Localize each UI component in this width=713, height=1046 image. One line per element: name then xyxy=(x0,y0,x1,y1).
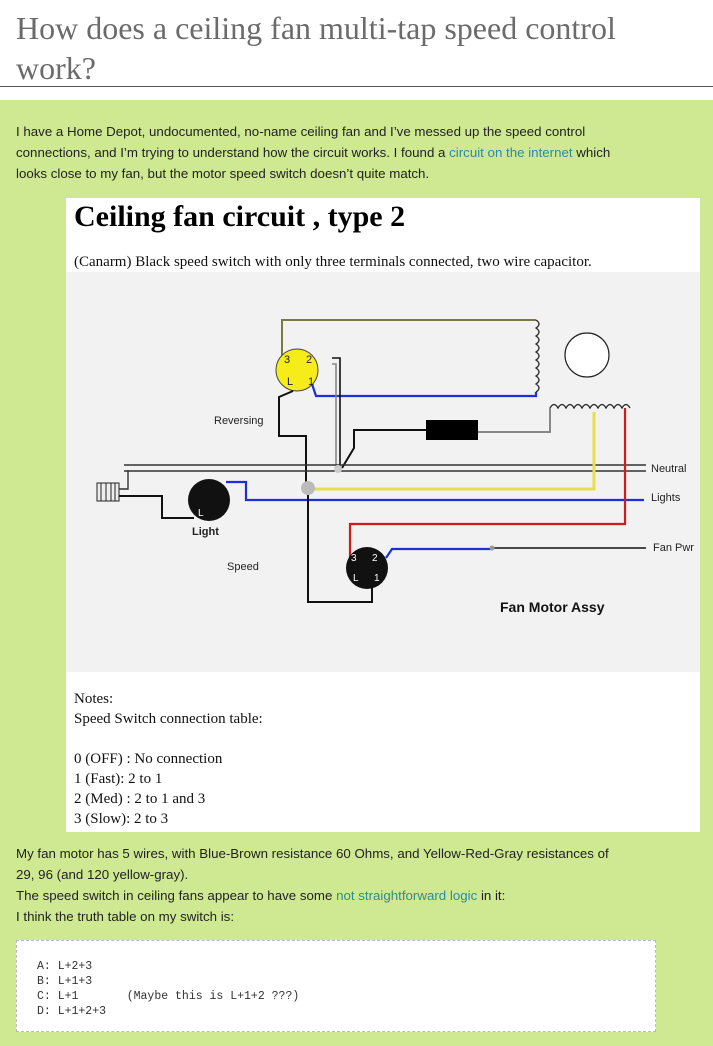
capacitor xyxy=(426,420,478,440)
notes-heading: Notes: xyxy=(74,691,114,707)
yellow-wire xyxy=(313,412,596,491)
switch-wire-b xyxy=(332,363,337,468)
intro-text: connections, and I’m trying to understan… xyxy=(16,145,446,160)
notes-row: 0 (OFF) : No connection xyxy=(74,751,223,767)
lights-blue-wire xyxy=(226,480,644,502)
body-line-1: My fan motor has 5 wires, with Blue-Brow… xyxy=(16,846,609,861)
junction-node xyxy=(301,481,315,495)
figure-title: Ceiling fan circuit , type 2 xyxy=(74,200,406,233)
title-divider xyxy=(0,86,713,87)
code-line: C: L+1 (Maybe this is L+1+2 ???) xyxy=(37,990,300,1003)
figure-notes: Notes: Speed Switch connection table: 0 … xyxy=(74,689,263,829)
light-terminal-l: L xyxy=(198,508,204,519)
bs-terminal-3: 3 xyxy=(351,553,357,564)
page-title[interactable]: How does a ceiling fan multi-tap speed c… xyxy=(16,10,616,86)
red-wire xyxy=(348,408,627,557)
power-socket xyxy=(96,482,120,502)
code-content: A: L+2+3 B: L+1+3 C: L+1 (Maybe this is … xyxy=(37,959,299,1019)
socket-wire-bottom xyxy=(119,495,194,519)
light-label: Light xyxy=(192,526,219,538)
motor-coil-horizontal xyxy=(549,403,631,410)
blue-wire-reverse xyxy=(310,383,538,398)
circuit-link[interactable]: circuit on the internet xyxy=(449,145,573,160)
intro-line-1: I have a Home Depot, undocumented, no-na… xyxy=(16,124,586,139)
bs-terminal-1: 1 xyxy=(374,573,380,584)
neutral-label: Neutral xyxy=(651,463,686,475)
body-line-2: 29, 96 (and 120 yellow-gray). xyxy=(16,867,189,882)
circuit-diagram: 3 2 L 1 Reversing Neutral Lights Fan Pwr… xyxy=(66,272,700,672)
ys-terminal-l: L xyxy=(287,376,293,388)
code-block[interactable]: A: L+2+3 B: L+1+3 C: L+1 (Maybe this is … xyxy=(16,940,656,1032)
motor-assembly-label: Fan Motor Assy xyxy=(500,599,605,615)
circuit-image: Ceiling fan circuit , type 2 (Canarm) Bl… xyxy=(66,198,700,832)
speed-wire xyxy=(307,495,373,603)
ys-terminal-1: 1 xyxy=(308,376,314,388)
figure-subtitle: (Canarm) Black speed switch with only th… xyxy=(74,254,592,270)
bs-terminal-l: L xyxy=(353,573,359,584)
code-line: D: L+1+2+3 xyxy=(37,1005,107,1018)
fan-pwr-junction xyxy=(489,545,495,551)
black-speed-switch xyxy=(346,547,388,589)
reversing-wire xyxy=(278,390,307,490)
lights-label: Lights xyxy=(651,492,681,504)
fan-pwr-blue xyxy=(385,547,492,559)
fan-pwr-label: Fan Pwr xyxy=(653,542,694,554)
notes-table-title: Speed Switch connection table: xyxy=(74,711,263,727)
motor-coil-vertical xyxy=(534,319,540,393)
intro-line-3: looks close to my fan, but the motor spe… xyxy=(16,166,430,181)
reversing-label: Reversing xyxy=(214,415,264,427)
notes-row: 1 (Fast): 2 to 1 xyxy=(74,771,163,787)
fan-rotor-icon xyxy=(564,332,610,378)
intro-text-end: which xyxy=(576,145,611,160)
bs-terminal-2: 2 xyxy=(372,553,378,564)
notes-row: 2 (Med) : 2 to 1 and 3 xyxy=(74,791,206,807)
ys-terminal-3: 3 xyxy=(284,354,290,366)
socket-wire-top xyxy=(119,470,129,490)
notes-spacer xyxy=(74,729,263,749)
question-header: How does a ceiling fan multi-tap speed c… xyxy=(0,0,713,86)
capacitor-wire-left xyxy=(341,429,426,469)
capacitor-wire-right xyxy=(478,408,551,433)
logic-link[interactable]: not straightforward logic xyxy=(336,888,478,903)
body-line-3: The speed switch in ceiling fans appear … xyxy=(16,885,505,906)
body-text: The speed switch in ceiling fans appear … xyxy=(16,888,333,903)
notes-row: 3 (Slow): 2 to 3 xyxy=(74,811,169,827)
code-line: B: L+1+3 xyxy=(37,975,93,988)
yellow-speed-switch xyxy=(275,348,319,392)
switch-wire-a xyxy=(332,357,341,468)
speed-label: Speed xyxy=(227,561,259,573)
intro-line-2: connections, and I’m trying to understan… xyxy=(16,142,610,163)
body-text-end: in it: xyxy=(480,888,506,903)
ys-terminal-2: 2 xyxy=(306,354,312,366)
light-switch xyxy=(188,479,230,521)
diagram-background xyxy=(66,272,700,672)
olive-wire xyxy=(281,319,536,357)
neutral-junction xyxy=(334,465,342,473)
code-line: A: L+2+3 xyxy=(37,960,93,973)
body-line-4: I think the truth table on my switch is: xyxy=(16,909,235,924)
